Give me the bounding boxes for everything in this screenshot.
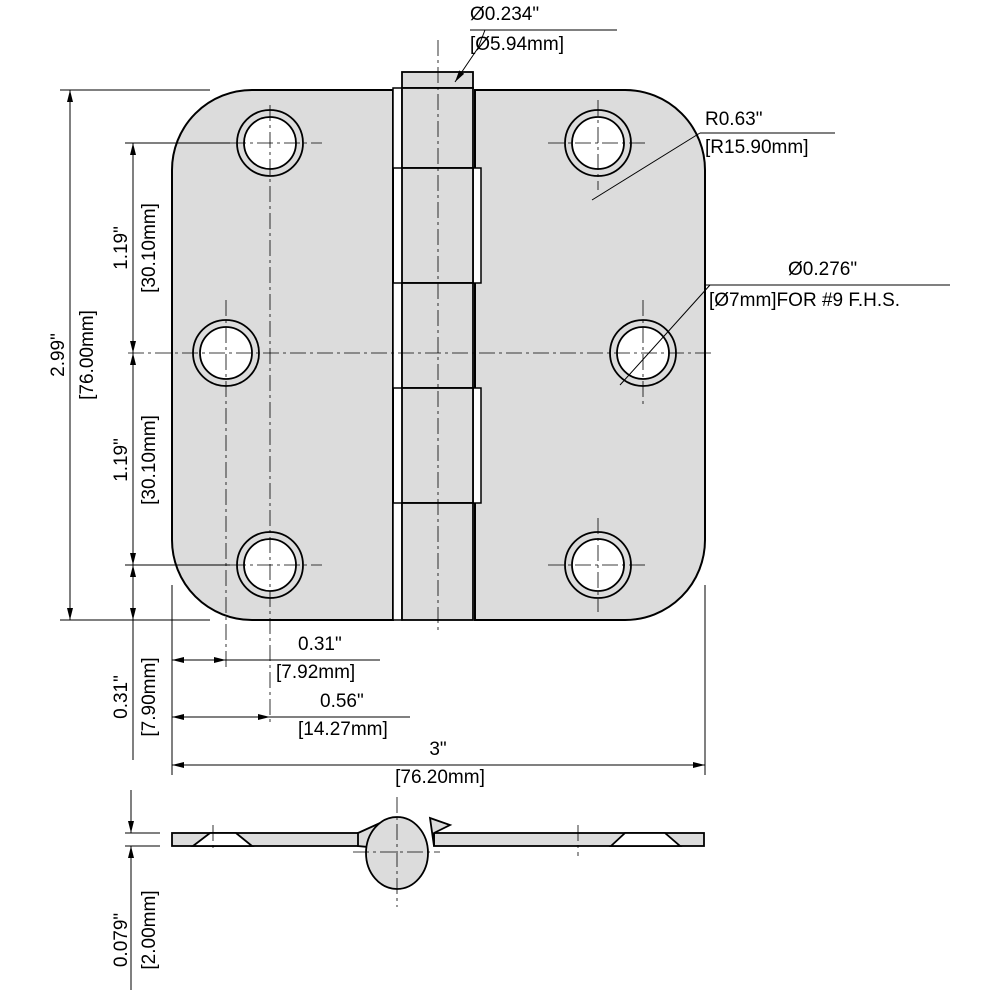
width-inch: 3" <box>429 739 446 760</box>
hole-diameter-mm: [Ø7mm]FOR #9 F.H.S. <box>709 290 900 311</box>
spacing-upper-mm: [30.10mm] <box>139 203 160 293</box>
thickness-mm: [2.00mm] <box>139 890 160 969</box>
pin-diameter-mm: [Ø5.94mm] <box>470 34 564 55</box>
right-leaf <box>474 89 706 621</box>
extension-lines <box>60 89 706 775</box>
spacing-upper-inch: 1.19" <box>111 226 132 270</box>
knuckle <box>401 71 474 621</box>
spacing-lower-inch: 1.19" <box>111 438 132 482</box>
pin-diameter-inch: Ø0.234" <box>470 4 539 25</box>
thickness-inch: 0.079" <box>111 913 132 967</box>
center-lines <box>128 40 715 725</box>
edge-vertical-inch: 0.31" <box>111 675 132 719</box>
edge-vertical-mm: [7.90mm] <box>139 657 160 736</box>
side-centerlines <box>212 797 579 907</box>
dimension-lines <box>67 29 950 990</box>
left-leaf <box>171 89 394 621</box>
spacing-lower-mm: [30.10mm] <box>139 415 160 505</box>
radius-mm: [R15.90mm] <box>705 137 808 158</box>
height-mm: [76.00mm] <box>77 310 98 400</box>
edge-horizontal-inch: 0.31" <box>298 634 342 655</box>
hole-offset-mm: [14.27mm] <box>298 719 388 740</box>
width-mm: [76.20mm] <box>395 767 485 788</box>
hole-offset-inch: 0.56" <box>320 691 364 712</box>
height-inch: 2.99" <box>48 333 69 377</box>
edge-horizontal-mm: [7.92mm] <box>276 662 355 683</box>
hole-diameter-inch: Ø0.276" <box>788 259 857 280</box>
radius-inch: R0.63" <box>705 109 762 130</box>
